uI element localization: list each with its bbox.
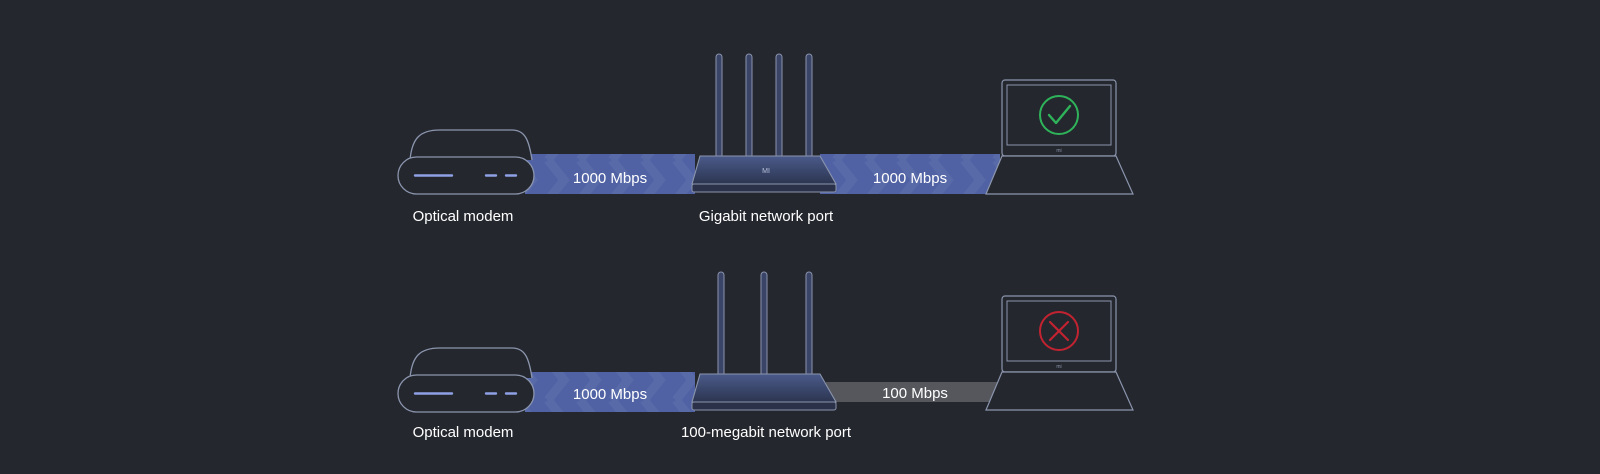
laptop-logo: mi [1056,364,1061,370]
link-in-speed-label: 1000 Mbps [573,170,647,187]
link-router-laptop: 1000 Mbps [820,154,1000,194]
link-out-speed-label: 1000 Mbps [873,170,947,187]
router-label: Gigabit network port [699,208,834,225]
optical-modem-icon [397,129,535,195]
link-in-speed-label: 1000 Mbps [573,386,647,403]
modem-label: Optical modem [413,208,514,225]
row-gigabit: 1000 Mbps 1000 Mbps Optical modem MI [397,53,1134,225]
row-100-megabit: 1000 Mbps 100 Mbps Optical modem 100-meg… [397,271,1134,441]
link-modem-router: 1000 Mbps [525,154,695,194]
modem-label: Optical modem [413,424,514,441]
router-icon: MI [691,53,837,193]
laptop-logo: mi [1056,148,1061,154]
router-label: 100-megabit network port [681,424,852,441]
link-modem-router: 1000 Mbps [525,372,695,412]
router-icon [691,271,837,411]
check-icon [1039,95,1079,135]
laptop-icon: mi [985,295,1134,411]
link-out-speed-label: 100 Mbps [882,385,948,402]
optical-modem-icon [397,347,535,413]
link-router-laptop: 100 Mbps [826,382,1000,402]
router-logo: MI [762,168,770,175]
laptop-icon: mi [985,79,1134,195]
x-icon [1039,311,1079,351]
